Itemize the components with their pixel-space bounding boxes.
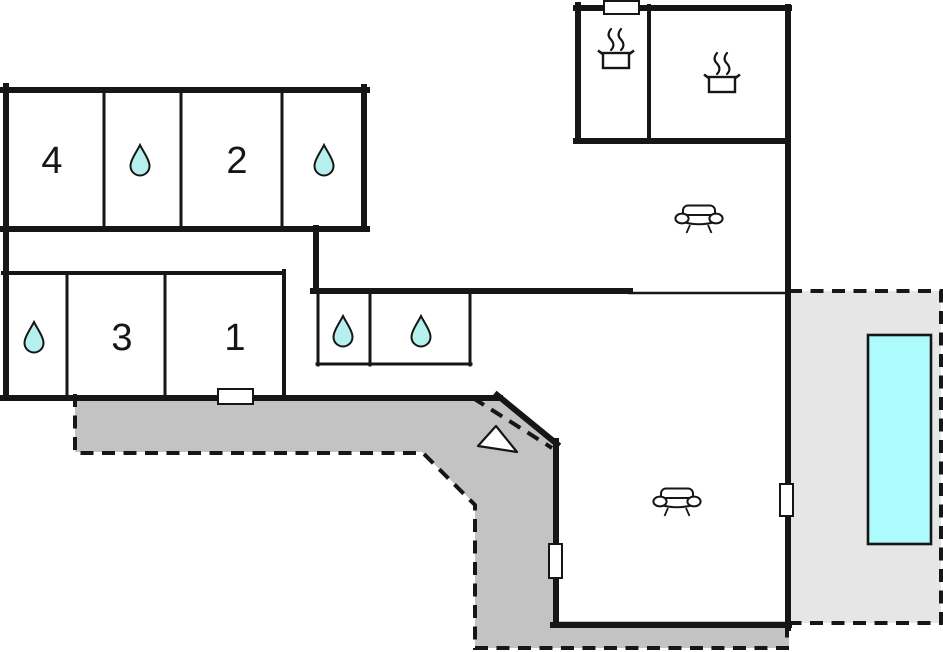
water-drop-icon bbox=[23, 321, 45, 354]
door-marker bbox=[548, 543, 563, 579]
room-label-1: 1 bbox=[224, 317, 245, 359]
door-marker bbox=[779, 483, 794, 517]
water-drop-icon bbox=[313, 144, 335, 177]
water-drop-icon bbox=[129, 144, 151, 177]
swimming-pool bbox=[866, 333, 933, 546]
cooking-pot-icon bbox=[702, 51, 742, 94]
sofa-icon bbox=[674, 204, 724, 234]
deck-dashed-boundary bbox=[73, 289, 943, 650]
door-marker bbox=[603, 0, 640, 15]
door-markers bbox=[217, 0, 794, 579]
terrace-deck bbox=[75, 396, 789, 648]
room-label-4: 4 bbox=[41, 140, 62, 182]
water-drop-icon bbox=[410, 315, 432, 348]
patio-dashed-boundary bbox=[787, 289, 943, 625]
interior-walls bbox=[65, 88, 788, 398]
cooking-pot-icon bbox=[596, 27, 636, 70]
door-marker bbox=[217, 388, 254, 405]
room-label-2: 2 bbox=[226, 140, 247, 182]
room-labels: 4 2 3 1 bbox=[41, 140, 247, 359]
water-drop-icon bbox=[332, 315, 354, 348]
direction-arrow-icon bbox=[476, 424, 519, 454]
room-label-3: 3 bbox=[111, 317, 132, 359]
sofa-icon bbox=[652, 487, 702, 517]
medium-walls bbox=[1, 4, 651, 399]
